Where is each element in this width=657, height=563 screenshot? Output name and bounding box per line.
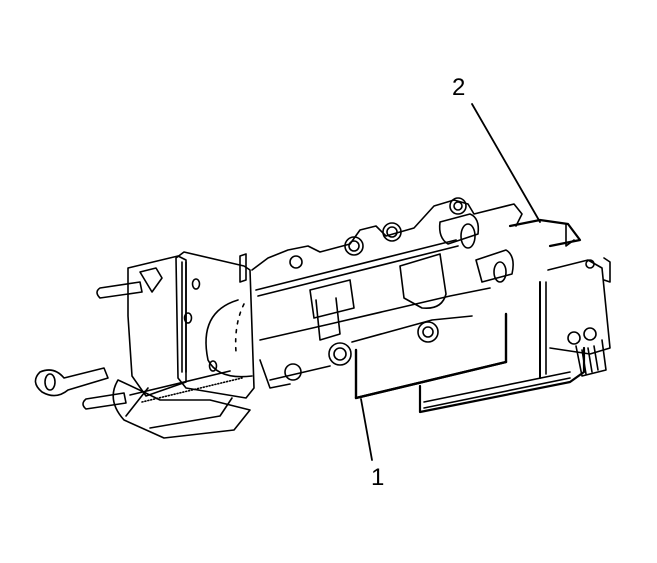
- valve-body-casting: [252, 198, 522, 388]
- callout-2-label: 2: [452, 74, 466, 101]
- control-module-1: [356, 314, 506, 398]
- callout-2-leader: [472, 104, 540, 222]
- left-bracket-assembly: [35, 252, 254, 438]
- callout-1-label: 1: [371, 464, 385, 491]
- callout-1-leader: [361, 399, 372, 460]
- control-module-2: [420, 220, 610, 412]
